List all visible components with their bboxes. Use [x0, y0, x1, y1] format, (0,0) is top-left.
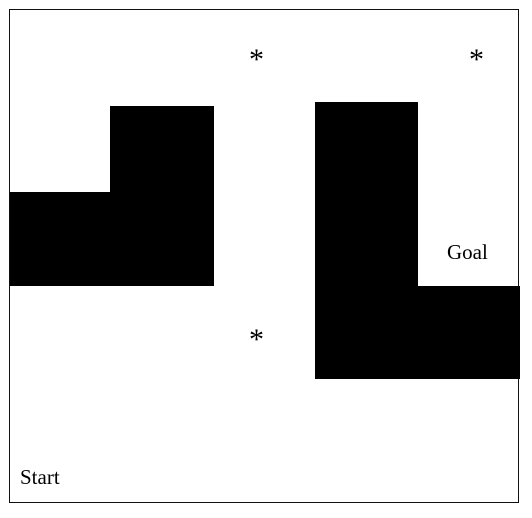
wall-block: [414, 286, 520, 379]
asterisk-icon: *: [249, 323, 264, 356]
asterisk-icon: *: [249, 43, 264, 76]
wall-block: [110, 106, 214, 286]
asterisk-icon: *: [469, 43, 484, 76]
goal-label: Goal: [447, 240, 488, 264]
start-label: Start: [20, 465, 60, 489]
wall-block: [315, 102, 418, 379]
grid-world: * * * Goal Start: [9, 9, 520, 503]
wall-block: [10, 192, 112, 286]
